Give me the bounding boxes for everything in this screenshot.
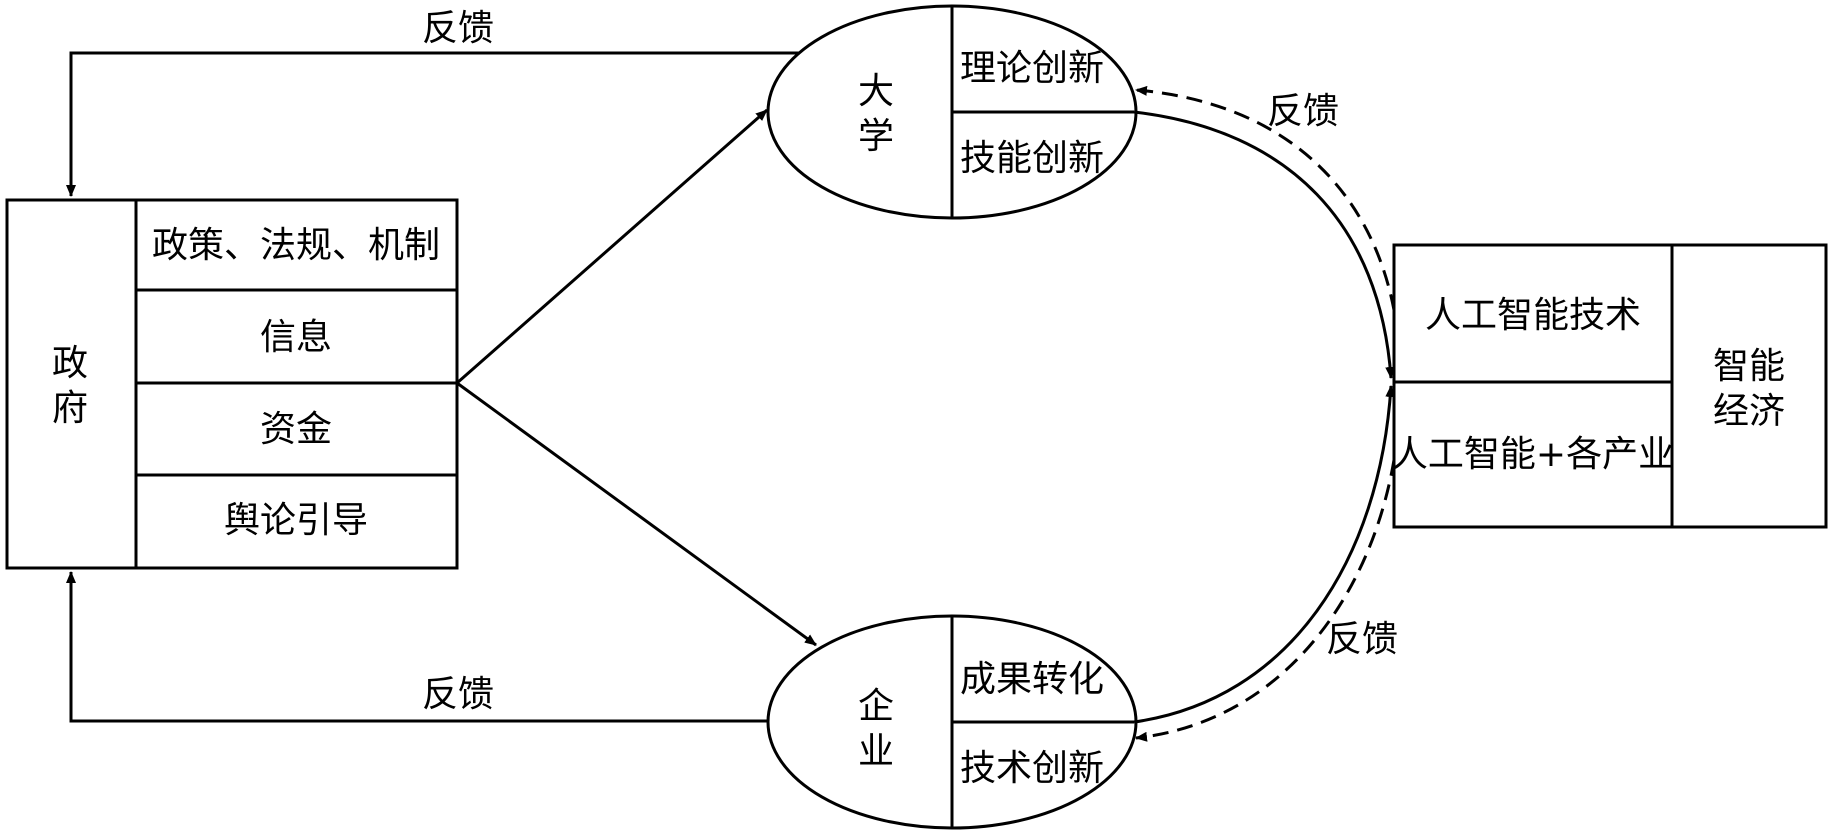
smart-economy-title-line1: 智能 [1713, 346, 1785, 387]
feedback-label-bottom-right: 反馈 [1326, 619, 1398, 660]
government-title-line1: 政 [52, 343, 88, 384]
smart-economy-item-ai-tech: 人工智能技术 [1425, 295, 1641, 336]
government-title-line2: 府 [52, 388, 88, 429]
feedback-smart-economy-to-university [1135, 85, 1396, 311]
government-item-information: 信息 [260, 317, 332, 358]
feedback-label-top-left: 反馈 [422, 8, 494, 49]
enterprise-title-line1: 企 [858, 686, 894, 727]
enterprise-title-line2: 业 [858, 731, 894, 772]
government-item-public-opinion: 舆论引导 [224, 500, 368, 541]
university-title-line1: 大 [858, 71, 894, 112]
smart-economy-item-ai-industries: 人工智能+各产业 [1392, 434, 1674, 475]
smart-economy-title-line2: 经济 [1713, 391, 1785, 432]
feedback-label-bottom-left: 反馈 [422, 674, 494, 715]
university-item-theory: 理论创新 [960, 48, 1104, 89]
arrow-government-to-enterprise [456, 381, 817, 647]
arrow-university-to-smart-economy [1133, 110, 1396, 379]
enterprise-node: 企 业 成果转化 技术创新 [766, 614, 1138, 830]
feedback-university-to-government [66, 51, 800, 197]
feedback-enterprise-to-government [66, 571, 769, 723]
enterprise-item-commercialization: 成果转化 [960, 659, 1104, 700]
smart-economy-box: 人工智能技术 人工智能+各产业 智能 经济 [1392, 243, 1828, 529]
feedback-smart-economy-to-enterprise [1135, 459, 1396, 742]
arrow-government-to-university [456, 108, 768, 385]
government-item-funding: 资金 [260, 409, 332, 450]
university-node: 大 学 理论创新 技能创新 [766, 4, 1138, 220]
arrow-enterprise-to-smart-economy [1133, 385, 1396, 724]
university-title-line2: 学 [858, 116, 894, 157]
feedback-label-top-right: 反馈 [1267, 91, 1339, 132]
government-item-policy: 政策、法规、机制 [152, 225, 440, 266]
enterprise-item-tech-innovation: 技术创新 [960, 748, 1104, 789]
smart-economy-outline [1392, 243, 1828, 529]
government-box: 政 府 政策、法规、机制 信息 资金 舆论引导 [5, 198, 459, 570]
university-item-skill: 技能创新 [960, 138, 1104, 179]
